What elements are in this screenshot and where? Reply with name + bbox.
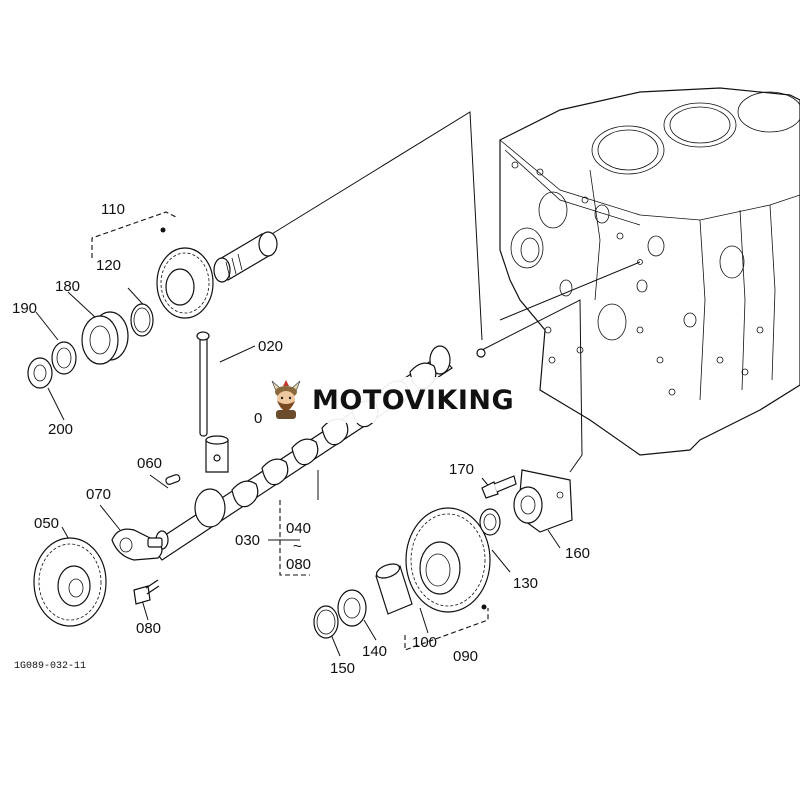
o-ring-130 [479,508,501,536]
label-070: 070 [86,486,111,503]
part-labels: 110 120 180 190 200 020 0 060 070 050 08… [12,201,590,677]
watermark-text: MOTOVIKING [312,384,515,416]
label-060: 060 [137,455,162,472]
bolt-170 [481,475,517,499]
label-170: 170 [449,461,474,478]
label-080a: 080 [136,620,161,637]
label-110: 110 [101,201,125,218]
bolt-080 [133,579,160,605]
group-brackets [91,211,489,651]
figure-code: 1G089-032-11 [14,661,86,672]
viking-mascot-logo [271,380,301,419]
label-160: 160 [565,545,590,562]
engine-block [499,87,800,456]
bushing-100 [375,563,413,615]
label-140: 140 [362,643,387,660]
label-190: 190 [12,300,37,317]
label-tilde: ~ [293,538,302,555]
thrust-plate-070 [111,528,163,561]
push-rod [196,331,229,473]
label-080b: 080 [286,556,311,573]
label-120: 120 [96,257,121,274]
bearing-180 [81,311,129,365]
nut-190 [51,341,77,375]
key-060 [165,474,181,485]
washer-140 [337,589,367,627]
label-030: 030 [235,532,260,549]
label-0: 0 [254,410,262,427]
leader-lines [35,111,641,657]
snap-ring-150 [313,605,339,639]
idle-gear-shaft [213,231,278,283]
idle-shaft-160 [513,469,573,533]
label-150: 150 [330,660,355,677]
label-100: 100 [412,634,437,651]
idle-gear-110 [156,227,214,319]
label-130: 130 [513,575,538,592]
cam-gear-050 [33,537,107,627]
label-040: 040 [286,520,311,537]
label-050: 050 [34,515,59,532]
watermark-banner: MOTOVIKING [262,377,534,423]
label-180: 180 [55,278,80,295]
label-020: 020 [258,338,283,355]
label-090: 090 [453,648,478,665]
washer-200 [27,357,53,389]
idle-gear-090 [405,507,491,613]
label-200: 200 [48,421,73,438]
